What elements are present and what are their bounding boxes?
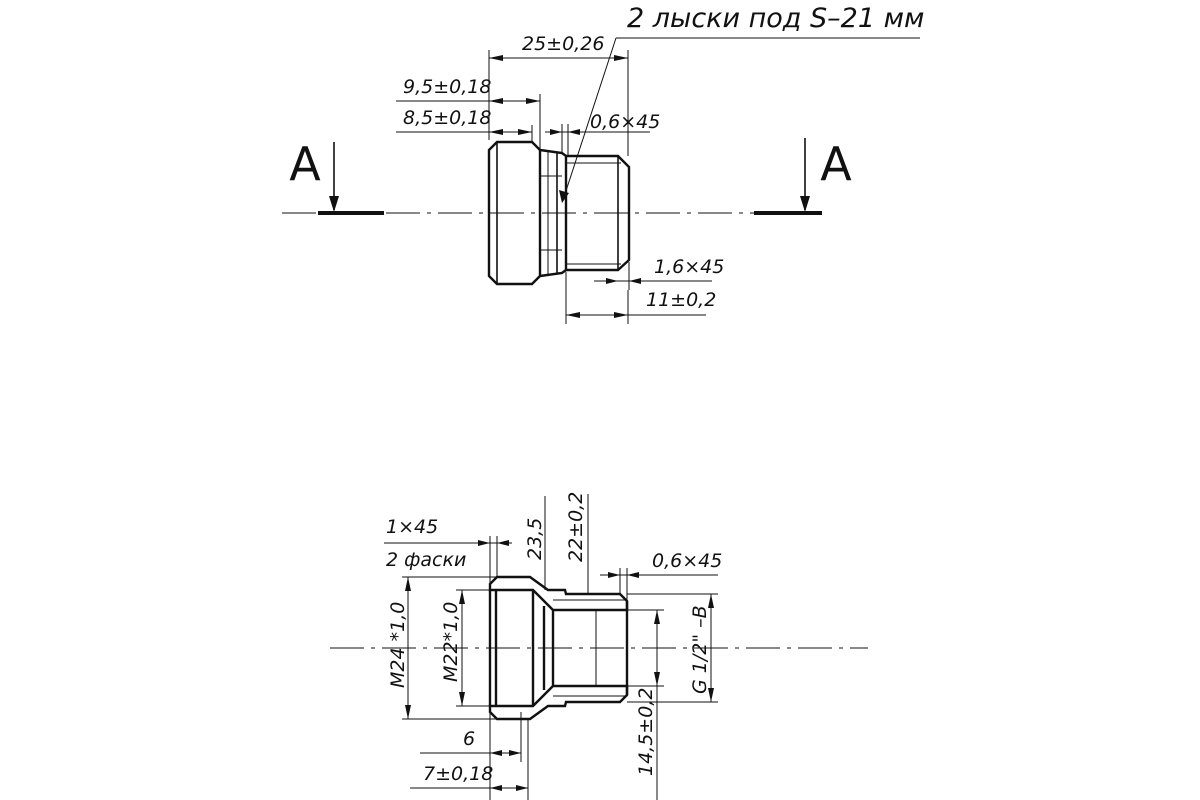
svg-text:G 1/2" –B: G 1/2" –B bbox=[689, 605, 711, 694]
svg-text:8,5±0,18: 8,5±0,18 bbox=[403, 107, 491, 129]
svg-text:2 фаски: 2 фаски bbox=[386, 549, 466, 571]
dim-22: 22±0,2 bbox=[565, 492, 589, 594]
dim-9-5: 9,5±0,18 bbox=[396, 76, 541, 150]
svg-text:22±0,2: 22±0,2 bbox=[565, 492, 587, 562]
svg-text:23,5: 23,5 bbox=[524, 518, 546, 560]
svg-text:1,6×45: 1,6×45 bbox=[654, 256, 724, 278]
bore-outline bbox=[488, 590, 629, 706]
dim-7: 7±0,18 bbox=[410, 718, 529, 800]
svg-text:0,6×45: 0,6×45 bbox=[652, 550, 722, 572]
plug-outline-top bbox=[487, 140, 631, 286]
dim-23-5: 23,5 bbox=[524, 496, 546, 590]
flats-note-text: 2 лыски под S–21 мм bbox=[627, 3, 924, 34]
section-wall-top bbox=[488, 575, 629, 612]
dim-chamfer-06-section: 0,6×45 bbox=[600, 550, 722, 601]
section-label-left: A bbox=[289, 137, 321, 191]
dim-14-5: 14,5±0,2 bbox=[627, 609, 664, 800]
top-view: A A 2 лыски под S–21 bbox=[282, 3, 924, 324]
dim-chamfer-06-top: 0,6×45 bbox=[545, 111, 660, 156]
dim-m22: М22*1,0 bbox=[440, 589, 490, 707]
svg-text:14,5±0,2: 14,5±0,2 bbox=[635, 688, 657, 776]
dim-8-5: 8,5±0,18 bbox=[396, 107, 533, 142]
svg-text:6: 6 bbox=[463, 728, 475, 750]
dim-chamfer-16: 1,6×45 bbox=[594, 256, 724, 290]
svg-text:7±0,18: 7±0,18 bbox=[423, 763, 493, 785]
section-view: 1×45 2 фаски 23,5 22±0,2 0,6×45 bbox=[330, 492, 868, 800]
svg-text:М22*1,0: М22*1,0 bbox=[440, 602, 462, 682]
svg-text:11±0,2: 11±0,2 bbox=[646, 289, 716, 311]
svg-text:0,6×45: 0,6×45 bbox=[590, 111, 660, 133]
svg-text:9,5±0,18: 9,5±0,18 bbox=[403, 76, 491, 98]
svg-text:25±0,26: 25±0,26 bbox=[522, 33, 604, 55]
dim-chamfer-1: 1×45 2 фаски bbox=[384, 516, 512, 585]
dim-m24: М24 *1,0 bbox=[387, 576, 497, 720]
dim-11: 11±0,2 bbox=[565, 272, 716, 324]
section-mark-right: A bbox=[754, 137, 852, 215]
svg-text:М24 *1,0: М24 *1,0 bbox=[387, 602, 409, 688]
svg-text:1×45: 1×45 bbox=[386, 516, 438, 538]
dim-total-length: 25±0,26 bbox=[488, 33, 629, 156]
section-mark-left: A bbox=[289, 137, 384, 215]
section-wall-bottom bbox=[488, 684, 629, 721]
section-label-right: A bbox=[820, 137, 852, 191]
dim-6: 6 bbox=[420, 706, 522, 800]
dim-thread-g: G 1/2" –B bbox=[627, 593, 718, 703]
flats-note: 2 лыски под S–21 мм bbox=[559, 3, 924, 203]
